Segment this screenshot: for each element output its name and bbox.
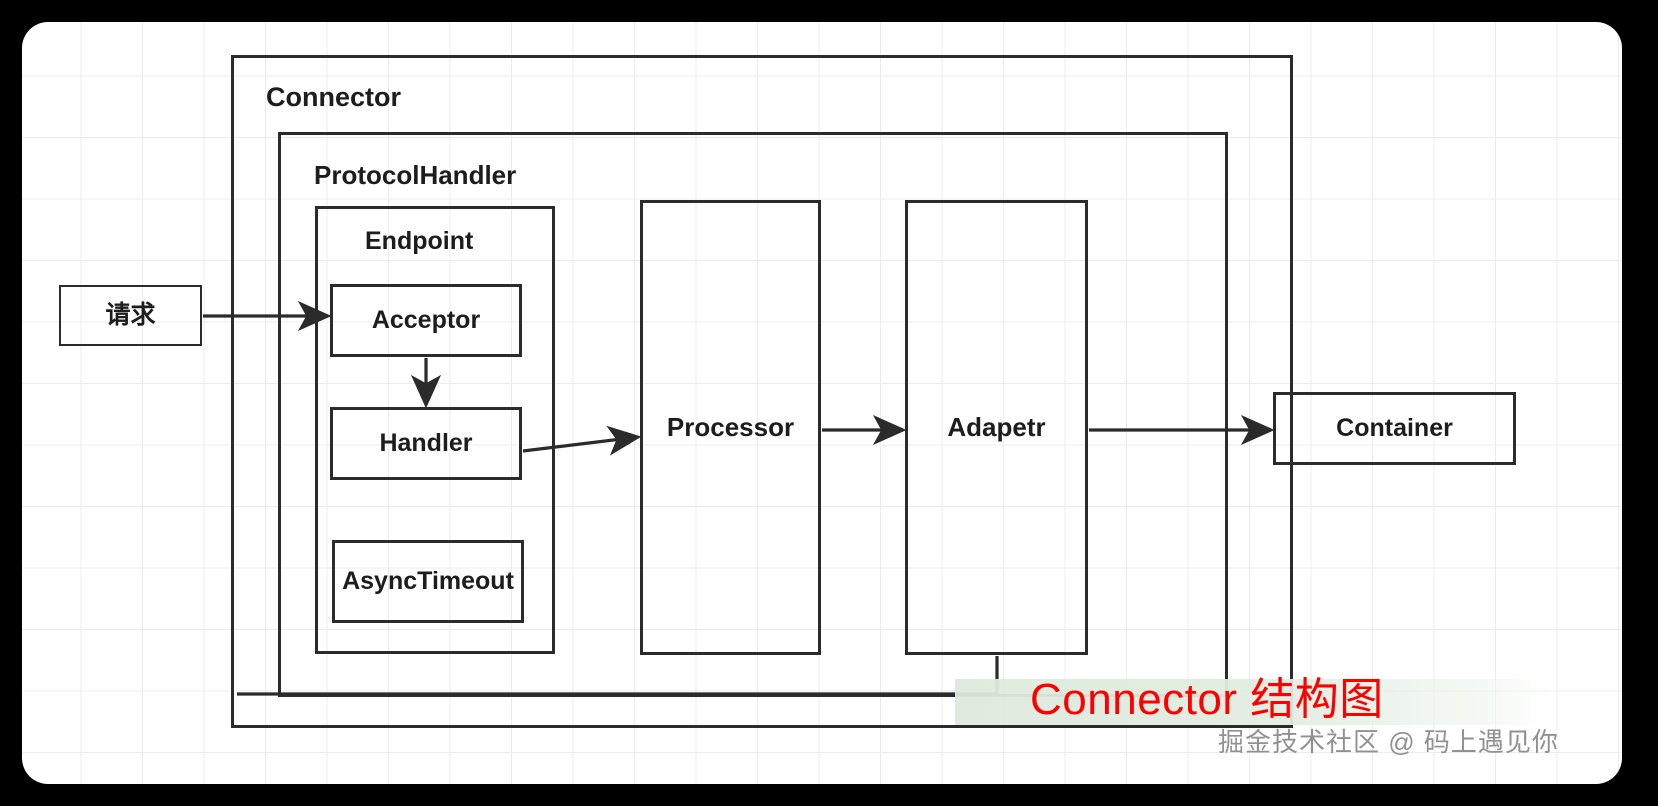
group-endpoint <box>315 206 555 654</box>
diagram-canvas: Connector ProtocolHandler Endpoint 请求 Ac… <box>22 22 1622 784</box>
node-container: Container <box>1273 392 1516 465</box>
group-protocol-handler-label: ProtocolHandler <box>314 160 517 190</box>
node-handler: Handler <box>330 407 522 480</box>
group-connector-label: Connector <box>266 82 401 112</box>
group-connector <box>231 55 1293 728</box>
watermark-highlight-band <box>955 679 1555 725</box>
node-request: 请求 <box>59 285 202 346</box>
group-endpoint-label: Endpoint <box>365 227 474 255</box>
watermark-subtitle: 掘金技术社区 @ 码上遇见你 <box>1218 727 1559 757</box>
watermark-title: Connector 结构图 <box>1030 675 1384 724</box>
node-processor: Processor <box>640 200 821 655</box>
node-async-timeout: AsyncTimeout <box>332 540 524 623</box>
